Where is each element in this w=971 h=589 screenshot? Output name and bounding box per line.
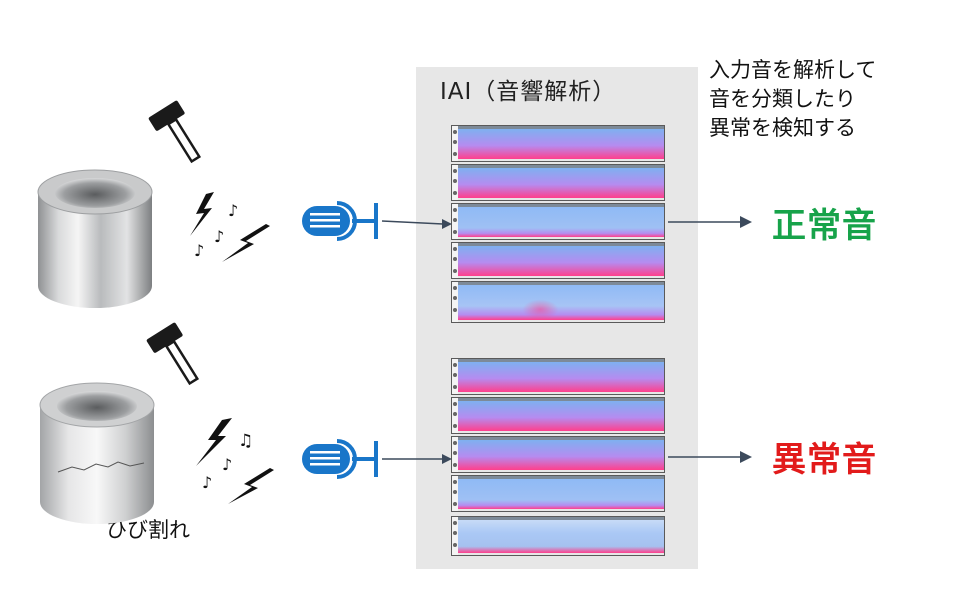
spectrogram-strip (451, 125, 665, 162)
arrow-to-normal-result (668, 216, 752, 228)
svg-text:♫: ♫ (238, 431, 253, 451)
arrow-to-abnormal-result (668, 451, 752, 463)
hammer-icon (148, 100, 202, 164)
arrow-mic-to-analysis-normal (381, 219, 452, 229)
spectrogram-strip (451, 242, 665, 279)
description-text: 入力音を解析して 音を分類したり 異常を検知する (709, 58, 877, 140)
svg-text:♪: ♪ (228, 201, 238, 220)
spectrogram-strip (451, 475, 665, 512)
spectrogram-strip (451, 358, 665, 395)
abnormal-sound-label: 異常音 (772, 440, 877, 480)
svg-text:♪: ♪ (202, 473, 212, 492)
panel-title: IAI（音響解析） (440, 79, 617, 105)
normal-sound-label: 正常音 (772, 206, 877, 246)
sound-effect-icon: ♪ ♪ ♪ (190, 192, 270, 262)
spectrogram-strip (451, 203, 665, 240)
hammer-icon (146, 322, 200, 386)
spectrogram-strip (451, 164, 665, 201)
cylinder-cracked-icon (39, 382, 155, 524)
sound-effect-icon: ♫ ♪ ♪ (196, 418, 274, 504)
svg-text:♪: ♪ (222, 455, 232, 474)
microphone-icon (302, 201, 378, 241)
spectrogram-strip (451, 436, 665, 473)
svg-text:♪: ♪ (194, 241, 204, 260)
microphone-icon (302, 439, 378, 479)
spectrogram-strip (451, 281, 665, 323)
arrow-mic-to-analysis-abnormal (382, 454, 452, 464)
spectrogram-strip (451, 397, 665, 434)
svg-text:♪: ♪ (214, 227, 224, 246)
spectrogram-strip (451, 516, 665, 556)
cylinder-normal-icon (37, 169, 153, 308)
